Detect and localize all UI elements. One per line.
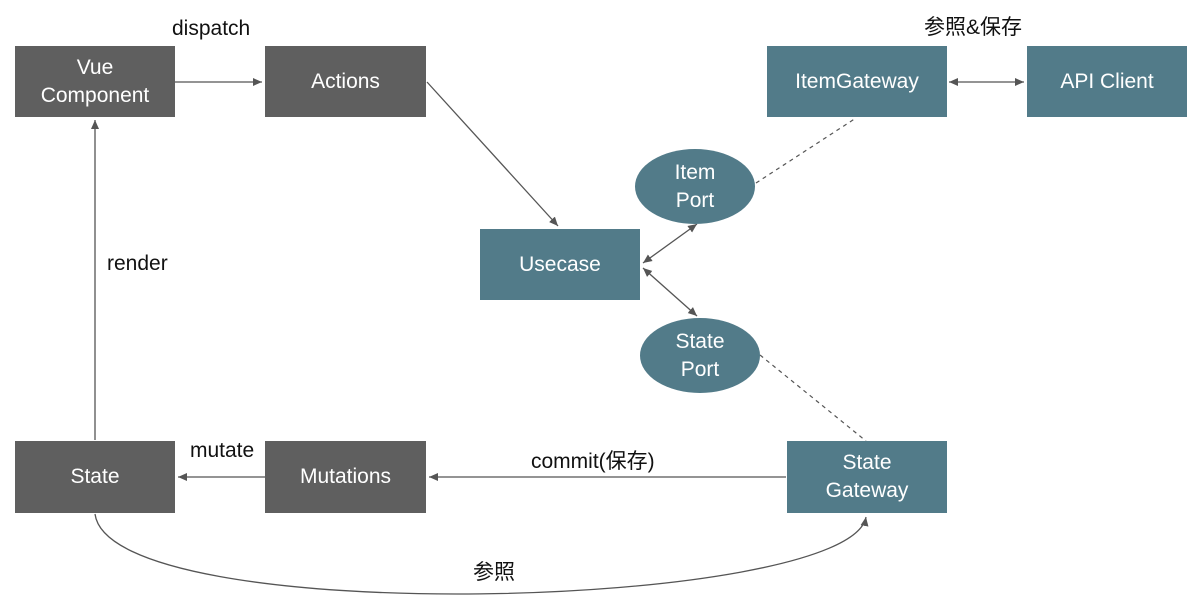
node-state: State: [15, 441, 175, 513]
label-dispatch: dispatch: [172, 17, 251, 40]
node-api-client: API Client: [1027, 46, 1187, 117]
label-mutate: mutate: [190, 439, 255, 462]
label-reference-save: 参照&保存: [924, 16, 1023, 39]
node-item-gateway: ItemGateway: [767, 46, 947, 117]
edge-state-port-gateway: [759, 354, 867, 442]
node-mutations: Mutations: [265, 441, 426, 513]
edge-item-port-gateway: [755, 117, 857, 184]
node-usecase: Usecase: [480, 229, 640, 300]
node-vue-component: Vue Component: [15, 46, 175, 117]
node-state-port: State Port: [640, 318, 760, 393]
label-render: render: [107, 252, 168, 275]
label-reference: 参照: [473, 561, 515, 584]
label-commit: commit(保存): [531, 450, 655, 473]
edge-usecase-state-port: [642, 267, 698, 317]
edge-reference: [94, 513, 869, 595]
node-state-gateway: State Gateway: [787, 441, 947, 513]
edge-actions-usecase: [426, 81, 559, 227]
edge-usecase-item-port: [642, 223, 698, 264]
node-actions: Actions: [265, 46, 426, 117]
node-item-port: Item Port: [635, 149, 755, 224]
